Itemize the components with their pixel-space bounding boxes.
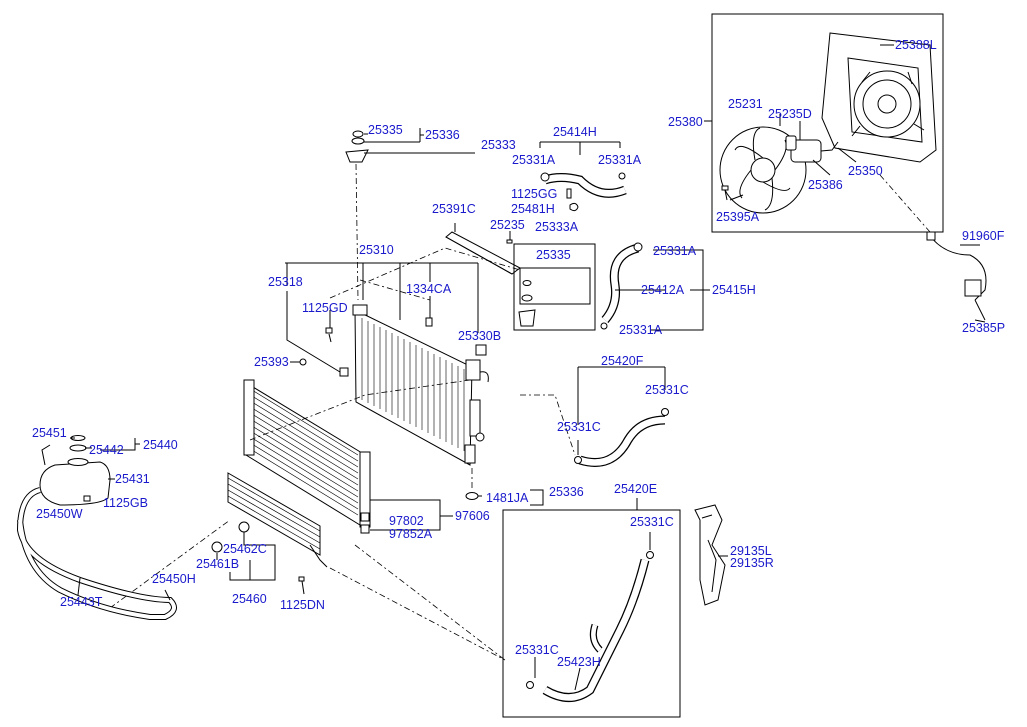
label-97802: 97802 (389, 514, 424, 528)
label-1125GD: 1125GD (302, 301, 348, 315)
label-25451: 25451 (32, 426, 67, 440)
label-25443T: 25443T (60, 595, 103, 609)
leader-lines (707, 44, 986, 323)
label-25331C-1: 25331C (645, 383, 689, 397)
label-25414H: 25414H (553, 125, 597, 139)
label-25331A-3: 25331A (653, 244, 697, 258)
label-25450H: 25450H (152, 572, 196, 586)
label-25231: 25231 (728, 97, 763, 111)
fan-motor-icon (785, 135, 839, 163)
upper-radiator-hose (539, 141, 627, 212)
bolt-icon (721, 185, 729, 201)
label-25420E: 25420E (614, 482, 657, 496)
label-25331A-4: 25331A (619, 323, 663, 337)
radiator-hose-25415 (600, 242, 710, 331)
label-25388L: 25388L (895, 38, 937, 52)
label-25423H: 25423H (557, 655, 601, 669)
air-guide-icon (694, 504, 728, 606)
radiator-callouts (285, 247, 521, 377)
label-1125DN: 1125DN (280, 598, 325, 612)
label-25336-bottom: 25336 (549, 485, 584, 499)
radiator-hose-25420F (520, 366, 669, 467)
label-25420F: 25420F (601, 354, 644, 368)
label-25331C-3: 25331C (630, 515, 674, 529)
fan-icon (719, 126, 807, 214)
label-25393: 25393 (254, 355, 289, 369)
radiator-icon (352, 304, 489, 466)
label-1125GB: 1125GB (103, 496, 148, 510)
hose-25420E-box (502, 498, 681, 718)
condenser-callouts (249, 379, 506, 661)
label-25450W: 25450W (36, 507, 83, 521)
label-97852A: 97852A (389, 527, 433, 541)
label-29135R: 29135R (730, 556, 774, 570)
oil-cooler-icon (109, 472, 506, 661)
label-25318: 25318 (268, 275, 303, 289)
label-1481JA: 1481JA (486, 491, 529, 505)
label-91960F: 91960F (962, 229, 1005, 243)
fan-shroud-icon (821, 32, 937, 163)
label-25335-top: 25335 (368, 123, 403, 137)
label-25461B: 25461B (196, 557, 239, 571)
cap-detail-box (506, 231, 596, 331)
upper-mount-caps (345, 128, 475, 301)
label-29135L: 29135L (730, 544, 772, 558)
inset-frame (711, 13, 944, 233)
label-25481H: 25481H (511, 202, 555, 216)
label-25386: 25386 (808, 178, 843, 192)
label-25333: 25333 (481, 138, 516, 152)
label-25331A-2: 25331A (598, 153, 642, 167)
condenser-icon (243, 379, 371, 534)
label-25350: 25350 (848, 164, 883, 178)
label-1125GG: 1125GG (511, 187, 557, 201)
label-25431: 25431 (115, 472, 150, 486)
label-25391C: 25391C (432, 202, 476, 216)
label-25235: 25235 (490, 218, 525, 232)
label-97606: 97606 (455, 509, 490, 523)
label-25235D: 25235D (768, 107, 812, 121)
label-25440: 25440 (143, 438, 178, 452)
label-25462C: 25462C (223, 542, 267, 556)
label-25415H: 25415H (712, 283, 756, 297)
label-25331C-2: 25331C (557, 420, 601, 434)
wiring-harness-icon (879, 174, 987, 321)
label-25460: 25460 (232, 592, 267, 606)
label-25336-top: 25336 (425, 128, 460, 142)
label-25335-box: 25335 (536, 248, 571, 262)
label-25331C-4: 25331C (515, 643, 559, 657)
label-25412A: 25412A (641, 283, 685, 297)
label-25442: 25442 (89, 443, 124, 457)
part-number-labels: 25388L 25380 25231 25235D 25386 25350 25… (32, 38, 1005, 669)
label-1334CA: 1334CA (406, 282, 452, 296)
coolant-reservoir-icon (16, 435, 177, 620)
fan-shroud-inset (704, 13, 944, 233)
label-25331A-1: 25331A (512, 153, 556, 167)
label-25310: 25310 (359, 243, 394, 257)
label-25333A: 25333A (535, 220, 579, 234)
label-25380: 25380 (668, 115, 703, 129)
label-25385P: 25385P (962, 321, 1005, 335)
label-25395A: 25395A (716, 210, 760, 224)
label-25330B: 25330B (458, 329, 501, 343)
lower-mount-caps (465, 468, 544, 506)
